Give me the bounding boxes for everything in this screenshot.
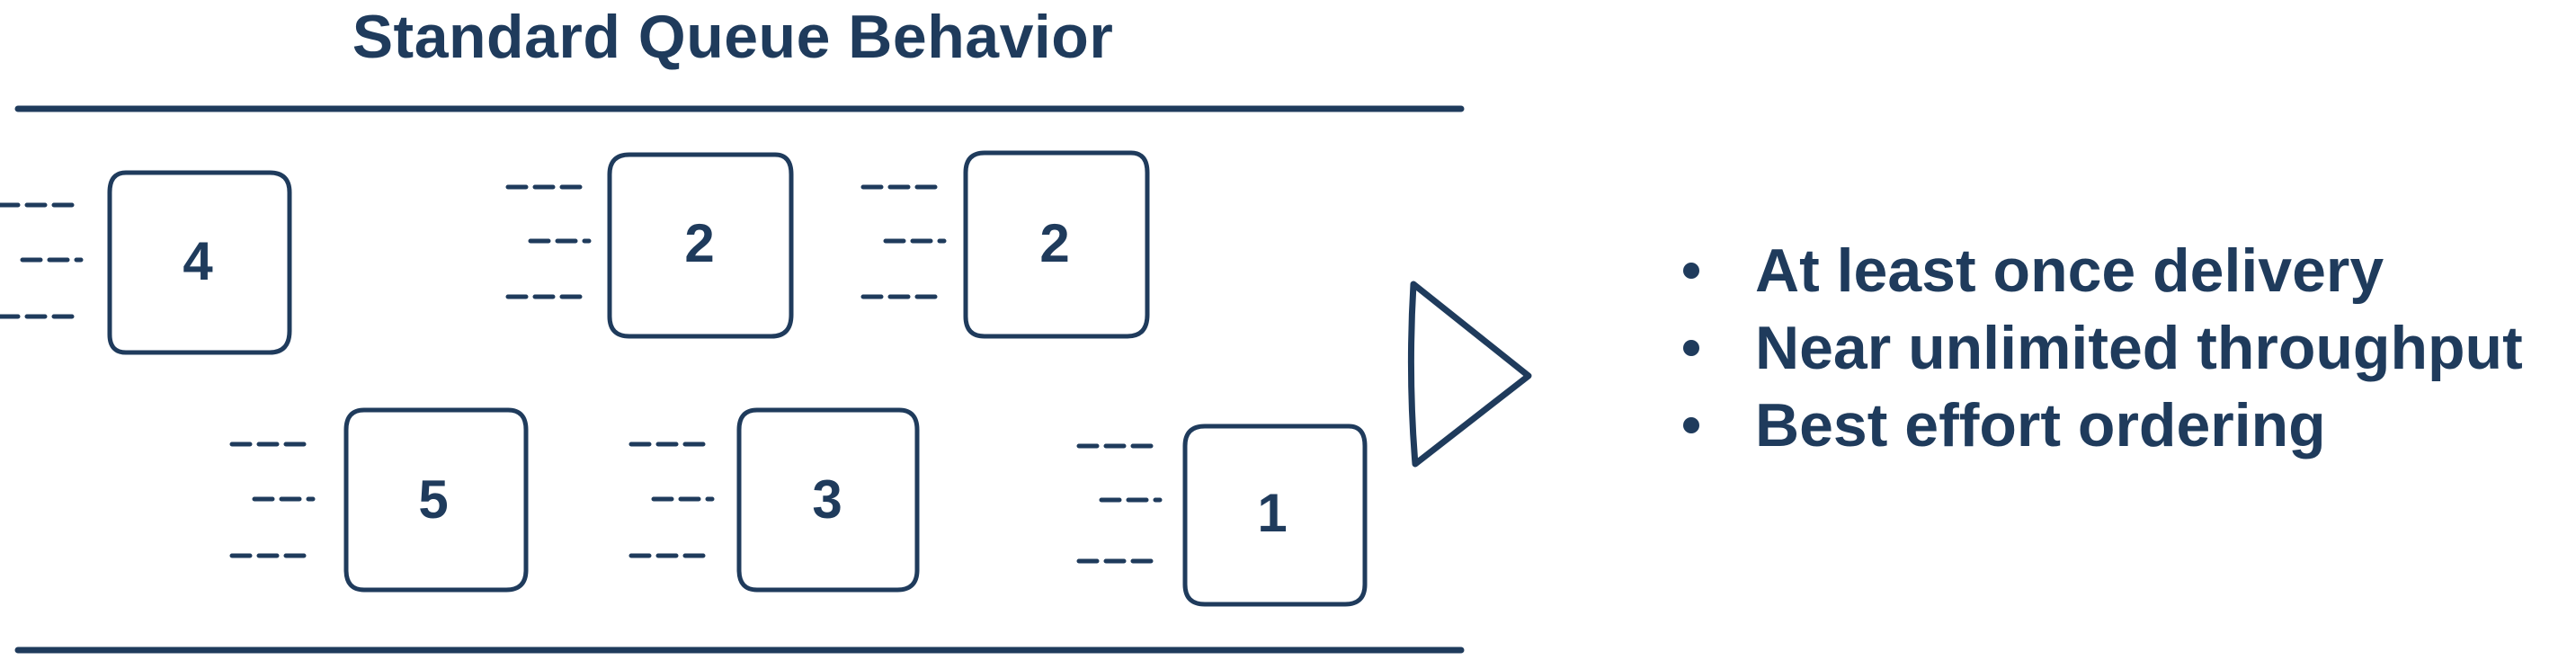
message-box-1: 1 <box>1076 424 1368 607</box>
message-label: 1 <box>1257 483 1287 543</box>
feature-item: Best effort ordering <box>1672 387 2523 464</box>
message-box-5: 5 <box>229 407 529 593</box>
bullet-dot <box>1683 417 1699 433</box>
feature-item: Near unlimited throughput <box>1672 309 2523 387</box>
message-box-2a: 2 <box>505 152 794 339</box>
message-box-2b: 2 <box>860 150 1150 339</box>
features-list: At least once delivery Near unlimited th… <box>1672 232 2523 464</box>
feature-text: At least once delivery <box>1755 236 2384 305</box>
diagram-title: Standard Queue Behavior <box>352 3 1114 71</box>
message-box-3: 3 <box>628 407 920 593</box>
message-label: 4 <box>183 231 213 291</box>
message-label: 5 <box>418 469 448 530</box>
message-box-4: 4 <box>0 170 292 355</box>
bullet-dot <box>1683 340 1699 356</box>
feature-text: Best effort ordering <box>1755 391 2326 459</box>
message-label: 2 <box>1039 213 1069 273</box>
message-label: 2 <box>684 213 714 273</box>
feature-text: Near unlimited throughput <box>1755 314 2523 382</box>
feature-item: At least once delivery <box>1672 232 2523 309</box>
bullet-dot <box>1683 263 1699 279</box>
message-label: 3 <box>812 469 842 530</box>
triangle-right-icon <box>1407 281 1532 468</box>
